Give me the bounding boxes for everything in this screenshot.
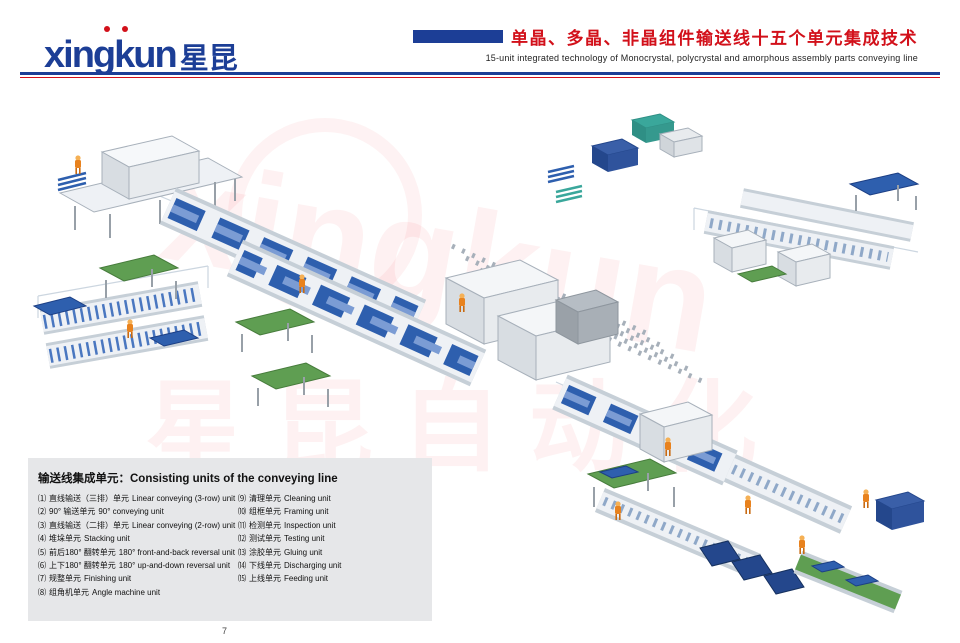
page-title-cn: 单晶、多晶、非晶组件输送线十五个单元集成技术	[511, 29, 918, 48]
legend-title-en: Consisting units of the conveying line	[130, 473, 338, 485]
page-number: 7	[222, 626, 228, 636]
worker	[75, 155, 81, 174]
lower-conveyor-line	[552, 374, 853, 534]
worker	[799, 535, 805, 554]
worker	[745, 495, 751, 514]
central-machines	[444, 259, 620, 381]
worker	[127, 319, 133, 338]
top-right-machines	[547, 113, 920, 287]
worker	[665, 437, 671, 456]
roller-conveyors-left	[32, 281, 209, 369]
page-title-en: 15-unit integrated technology of Monocry…	[485, 53, 918, 63]
brand-logo-cn: 星昆	[179, 42, 238, 75]
header-rule-red	[20, 77, 940, 78]
worker	[615, 501, 621, 520]
stacking-machine-topleft	[57, 135, 244, 238]
workers	[75, 155, 869, 554]
conveyor-band-upper-2	[226, 239, 487, 387]
offload-area	[586, 458, 926, 614]
logo-dot-icon	[122, 26, 128, 32]
green-table-2	[234, 308, 316, 353]
green-table-1	[98, 254, 180, 299]
worker	[299, 274, 305, 293]
page-header-titles: 单晶、多晶、非晶组件输送线十五个单元集成技术 15-unit integrate…	[413, 24, 918, 63]
conveyor-band-upper-1	[159, 187, 427, 337]
legend-title-cn: 输送线集成单元：	[38, 473, 130, 485]
header-rule-navy	[20, 72, 940, 75]
green-table-3	[250, 362, 332, 407]
legend-panel: 输送线集成单元：Consisting units of the conveyin…	[28, 458, 432, 621]
worker	[863, 489, 869, 508]
worker	[459, 293, 465, 312]
legend-title: 输送线集成单元：Consisting units of the conveyin…	[38, 470, 424, 486]
brand-logo: xingkun 星昆	[44, 26, 238, 76]
title-accent-bar	[413, 30, 503, 43]
logo-dot-icon	[104, 26, 110, 32]
brand-logo-latin: xingkun	[44, 34, 178, 76]
